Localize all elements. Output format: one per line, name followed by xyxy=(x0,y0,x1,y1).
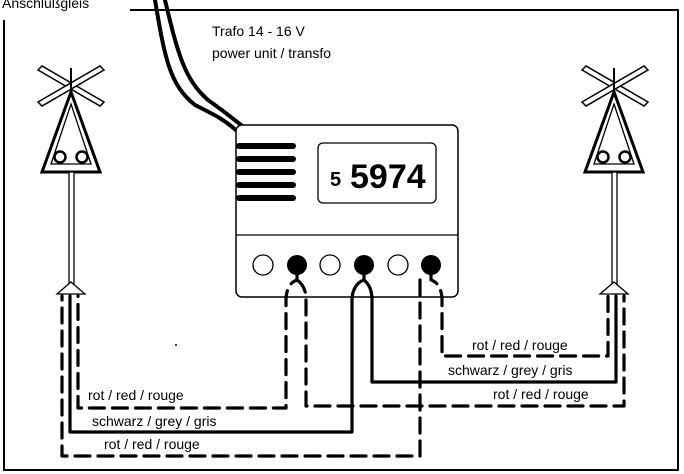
module-label-box xyxy=(317,142,437,204)
terminal-3 xyxy=(319,254,341,276)
wire-label-left-red-2: rot / red / rouge xyxy=(104,436,200,452)
terminal-6 xyxy=(421,255,441,275)
right-crossing-signal xyxy=(580,65,650,295)
module-prefix: 5 xyxy=(330,169,341,191)
module-input-bars xyxy=(236,143,296,201)
module-number: 5974 xyxy=(350,158,426,196)
right-red-wire-1 xyxy=(429,270,610,358)
wire-label-right-black: schwarz / grey / gris xyxy=(448,362,572,378)
left-red-wire-2 xyxy=(60,278,422,458)
module-terminals xyxy=(252,254,441,276)
wire-label-right-red-2: rot / red / rouge xyxy=(493,386,589,402)
transformer-cable-1 xyxy=(153,0,240,134)
left-crossing-signal xyxy=(36,65,106,295)
top-label: Anschlußgleis xyxy=(2,0,89,11)
terminal-5 xyxy=(387,254,409,276)
wire-label-right-red-1: rot / red / rouge xyxy=(472,337,568,353)
terminal-2 xyxy=(287,255,307,275)
transformer-label-1: Trafo 14 - 16 V xyxy=(212,23,306,39)
terminal-1 xyxy=(252,254,274,276)
terminal-4 xyxy=(354,255,374,275)
wire-label-left-black: schwarz / grey / gris xyxy=(92,413,216,429)
transformer-label-2: power unit / transfo xyxy=(212,45,331,61)
right-red-wire-2 xyxy=(304,294,626,408)
wire-label-left-red-1: rot / red / rouge xyxy=(88,387,184,403)
diagram-frame xyxy=(3,9,679,471)
transformer-cable-2 xyxy=(163,0,247,130)
right-black-wire xyxy=(362,278,618,384)
